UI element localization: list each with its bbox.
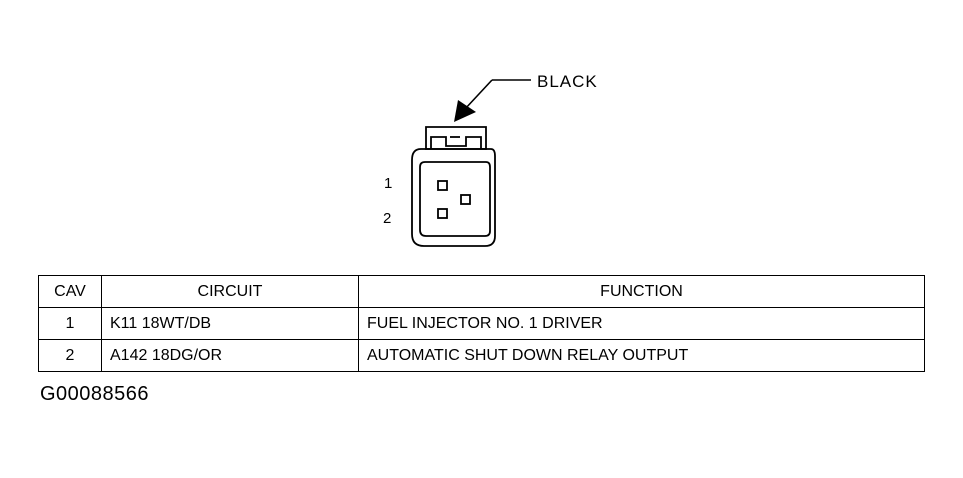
color-callout-leader: [454, 79, 531, 122]
connector-pinout-table: CAV CIRCUIT FUNCTION 1 K11 18WT/DB FUEL …: [38, 275, 925, 372]
table-row: 1 K11 18WT/DB FUEL INJECTOR NO. 1 DRIVER: [38, 307, 925, 340]
table-row: 2 A142 18DG/OR AUTOMATIC SHUT DOWN RELAY…: [38, 339, 925, 372]
header-function: FUNCTION: [358, 275, 925, 308]
cell-circuit: K11 18WT/DB: [101, 307, 359, 340]
cell-cav: 2: [38, 339, 102, 372]
header-circuit: CIRCUIT: [101, 275, 359, 308]
connector-color-label: BLACK: [537, 72, 598, 91]
connector-body: [411, 126, 496, 247]
pin-label-1: 1: [384, 175, 393, 192]
header-cav: CAV: [38, 275, 102, 308]
cell-circuit: A142 18DG/OR: [101, 339, 359, 372]
cell-cav: 1: [38, 307, 102, 340]
table-header-row: CAV CIRCUIT FUNCTION: [38, 275, 925, 308]
figure-id: G00088566: [40, 383, 150, 405]
cell-function: FUEL INJECTOR NO. 1 DRIVER: [358, 307, 925, 340]
pin-label-2: 2: [383, 210, 392, 227]
cell-function: AUTOMATIC SHUT DOWN RELAY OUTPUT: [358, 339, 925, 372]
